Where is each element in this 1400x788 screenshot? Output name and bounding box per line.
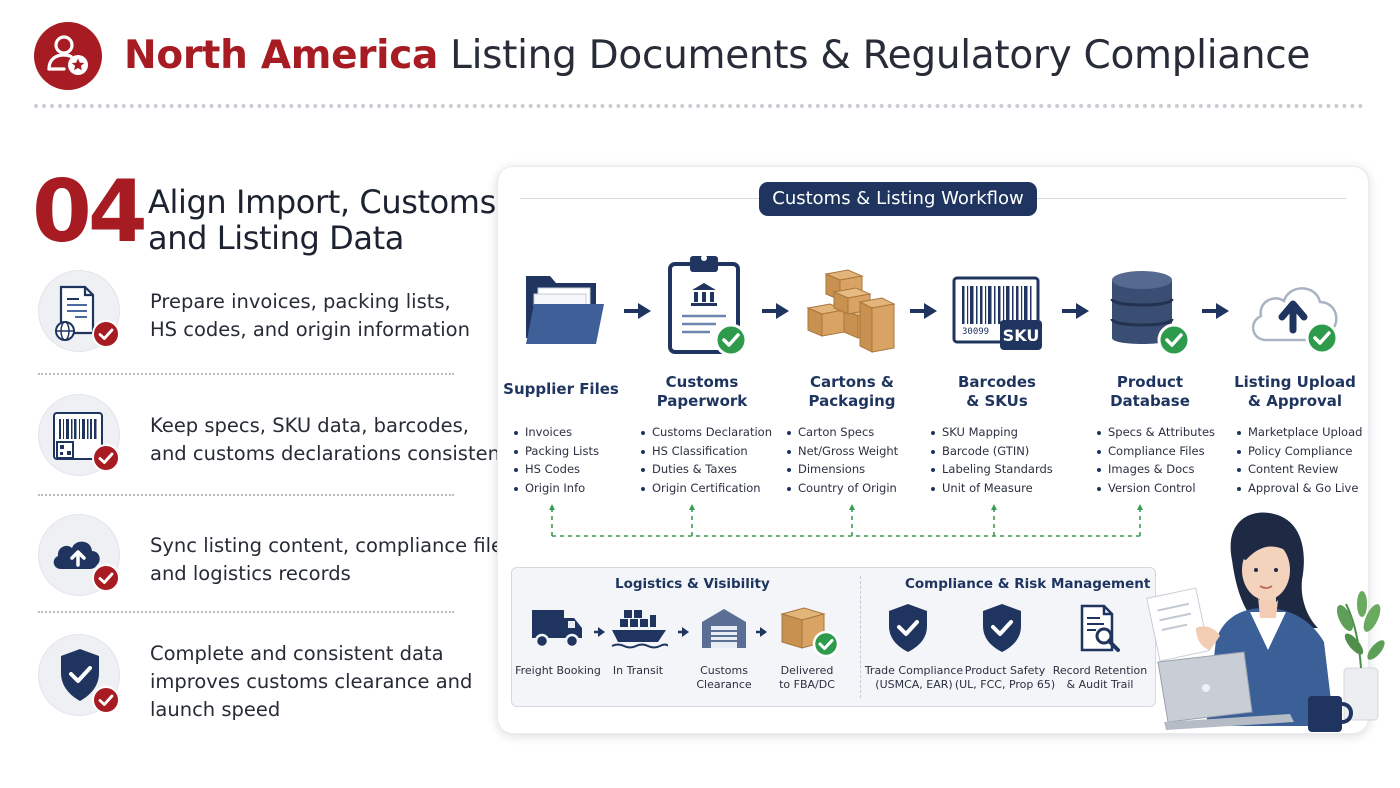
warehouse-icon <box>702 609 746 648</box>
arrow-right-icon <box>678 627 689 637</box>
shield-check-icon <box>61 649 99 701</box>
page-title-accent: North America <box>124 33 439 78</box>
shield-check-icon <box>983 604 1021 652</box>
arrow-right-icon <box>624 303 651 319</box>
sub-panel-divider <box>860 576 861 698</box>
bullet-text: Complete and consistent data improves cu… <box>150 642 473 721</box>
header-logo <box>34 22 102 90</box>
step-label: Supplier Files <box>503 380 619 398</box>
laptop-icon <box>1157 651 1294 730</box>
section-number: 04 <box>32 162 148 262</box>
folder-icon <box>526 276 604 344</box>
section-title-line2: and Listing Data <box>148 219 404 257</box>
cloud-upload-icon <box>53 541 100 569</box>
page-title-rest: Listing Documents & Regulatory Complianc… <box>450 33 1311 78</box>
document-search-icon <box>1080 604 1120 652</box>
workflow-title: Customs & Listing Workflow <box>759 182 1037 216</box>
bullet-item: Keep specs, SKU data, barcodes, and cust… <box>38 394 508 478</box>
barcode-qr-icon <box>53 412 103 460</box>
sku-tag: SKU <box>1003 326 1040 345</box>
arrow-right-icon <box>910 303 937 319</box>
check-badge-icon <box>92 320 120 348</box>
user-star-icon <box>47 35 88 75</box>
invoice-globe-icon <box>55 285 95 341</box>
barcode-sku-icon: 30099 SKU <box>952 276 1042 350</box>
step-label: Cartons &Packaging <box>808 373 896 410</box>
check-badge-icon <box>92 444 120 472</box>
compliance-item-label: Trade Compliance(USMCA, EAR) <box>864 664 964 691</box>
person-illustration <box>1146 512 1385 732</box>
barcode-digits: 30099 <box>962 327 989 337</box>
compliance-item-label: Product Safety(UL, FCC, Prop 65) <box>954 664 1056 691</box>
bullet-divider <box>38 494 454 496</box>
compliance-item-label: Record Retention& Audit Trail <box>1052 664 1148 691</box>
step-label: Listing Upload& Approval <box>1234 373 1356 410</box>
section-title-line1: Align Import, Customs, <box>148 183 506 221</box>
box-check-icon <box>780 607 840 658</box>
cloud-upload-icon <box>1251 287 1339 355</box>
bullet-divider <box>38 611 454 613</box>
bullet-item: Complete and consistent data improves cu… <box>38 634 472 730</box>
ship-icon <box>611 610 668 649</box>
arrow-right-icon <box>1062 303 1089 319</box>
clipboard-icon <box>668 255 748 357</box>
bullet-text: Keep specs, SKU data, barcodes, and cust… <box>150 414 508 465</box>
page-title: North America Listing Documents & Regula… <box>124 32 1310 80</box>
arrow-right-icon <box>594 627 605 637</box>
bullet-text: Prepare invoices, packing lists, HS code… <box>150 290 470 341</box>
arrow-right-icon <box>1202 303 1229 319</box>
shield-check-icon <box>889 604 927 652</box>
check-badge-icon <box>92 564 120 592</box>
truck-icon <box>532 610 582 649</box>
section-title: Align Import, Customs, and Listing Data <box>148 184 506 256</box>
logistics-item-label: Freight Booking <box>515 664 601 677</box>
bullet-text: Sync listing content, compliance files, … <box>150 534 520 585</box>
step-label: Barcodes& SKUs <box>958 373 1036 410</box>
check-badge-icon <box>92 686 120 714</box>
arrow-right-icon <box>756 627 767 637</box>
header-divider <box>34 104 1364 108</box>
boxes-icon <box>806 269 896 353</box>
connector-lines <box>549 504 1143 537</box>
mug-icon <box>1308 696 1353 732</box>
bullet-item: Sync listing content, compliance files, … <box>38 514 519 598</box>
plant-icon <box>1336 591 1385 721</box>
logistics-title: Logistics & Visibility <box>615 576 770 592</box>
arrow-right-icon <box>762 303 789 319</box>
database-icon <box>1110 271 1191 357</box>
bullet-item: Prepare invoices, packing lists, HS code… <box>38 270 470 354</box>
bullet-divider <box>38 373 454 375</box>
logistics-item-label: In Transit <box>612 664 664 677</box>
compliance-title: Compliance & Risk Management <box>905 576 1151 592</box>
